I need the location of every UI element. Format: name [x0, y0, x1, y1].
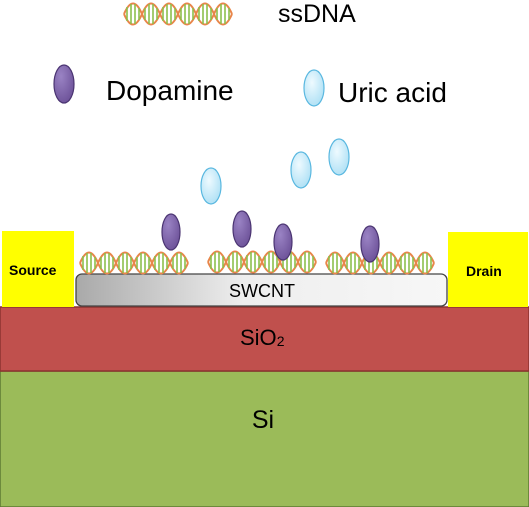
swcnt-label: SWCNT [229, 281, 295, 301]
uric-acid-molecule [200, 167, 222, 205]
legend-dopamine-icon [53, 64, 75, 104]
sio2-layer [0, 306, 529, 372]
swcnt-channel [75, 273, 448, 307]
legend-dopamine-label: Dopamine [106, 75, 234, 106]
legend-ssdna-icon [123, 2, 233, 26]
source-label: Source [9, 262, 57, 278]
drain-label: Drain [466, 263, 502, 279]
source-electrode [2, 231, 74, 307]
dopamine-molecule [161, 213, 181, 251]
uric-acid-molecule [290, 151, 312, 189]
si-substrate [0, 370, 529, 507]
uric-acid-molecule [328, 138, 350, 176]
dopamine-molecule [273, 223, 293, 261]
dopamine-molecule [360, 225, 380, 263]
ssdna-strand [207, 250, 317, 274]
dopamine-molecule [232, 210, 252, 248]
drain-electrode [448, 232, 528, 307]
ssdna-strand [79, 251, 189, 275]
legend-uric-acid-icon [303, 69, 325, 107]
legend-ssdna-label: ssDNA [278, 0, 356, 28]
ssdna-strand [325, 251, 435, 275]
si-label: Si [252, 406, 274, 434]
sio2-label: SiO2 [240, 325, 285, 350]
legend-uric-acid-label: Uric acid [338, 77, 447, 108]
